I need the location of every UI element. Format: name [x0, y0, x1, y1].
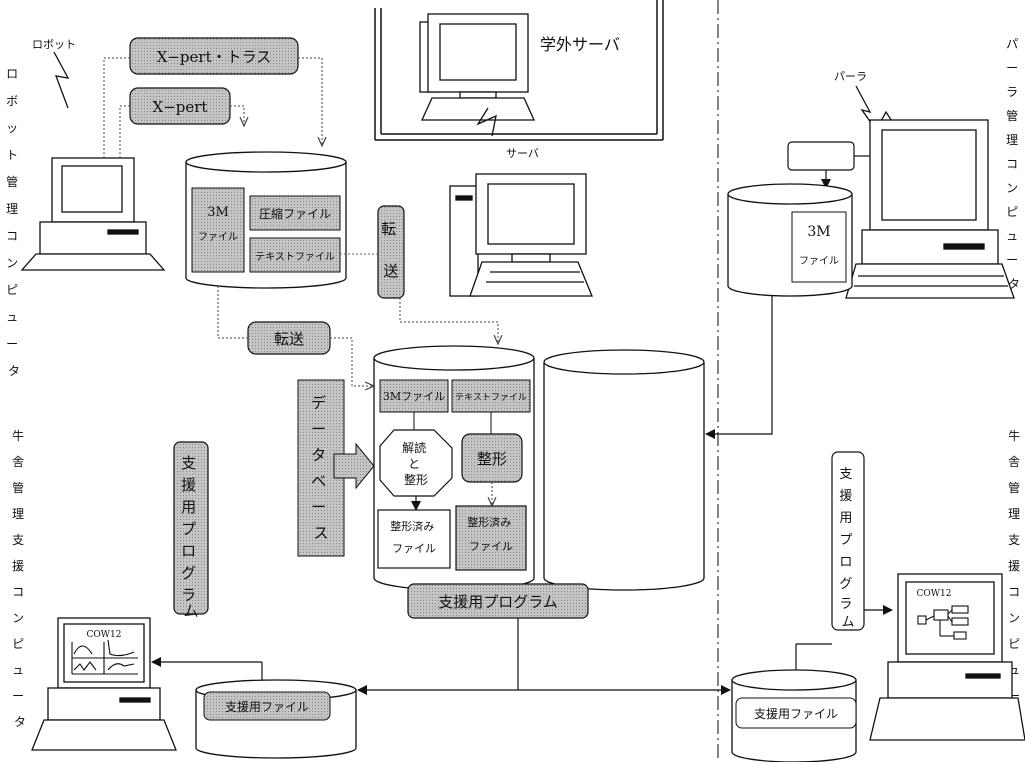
barn-left-computer-label: 牛 舎 管 理 支 援 コ ン ピ ュ ー タ — [12, 428, 28, 729]
parlor-3m-file-top: 3M — [807, 224, 830, 240]
barn-left-program-label: 支 援 用 プ ロ グ ラ ム — [181, 454, 201, 620]
db-text-file-label: テキストファイル — [455, 392, 527, 403]
compressed-file-label: 圧縮ファイル — [259, 206, 331, 221]
text-file-label: テキストファイル — [255, 252, 335, 263]
robot-computer-label: ロ ボ ッ ト 管 理 コ ン ピ ュ ー タ — [6, 67, 22, 378]
parlor-computer-icon — [846, 120, 1014, 298]
parlor-3m-file — [792, 212, 846, 282]
robot-to-xpert-connector — [120, 106, 130, 158]
robot-label: ロボット — [32, 38, 76, 51]
parlor-label: パーラ — [834, 70, 867, 83]
server-label: サーバ — [506, 147, 539, 160]
robot-lightning — [54, 52, 68, 108]
parlor-input-box — [788, 142, 854, 170]
robot-3m-file-bottom: ファイル — [198, 232, 238, 243]
support-program-bar-label: 支援用プログラム — [438, 593, 558, 611]
robot-3m-file — [192, 188, 244, 272]
xpert-truss-label: X−pert・トラス — [157, 48, 272, 66]
robot-storage-to-transfer-connector — [218, 286, 248, 338]
xpert-label: X−pert — [153, 98, 208, 116]
barn-right-screen-title: COW12 — [917, 589, 952, 599]
robot-3m-file-top: 3M — [207, 205, 229, 220]
transfer-horizontal-label: 転送 — [274, 330, 304, 348]
server-computer-icon — [450, 174, 592, 296]
parlor-computer-label: パ ー ラ 管 理 コ ン ピ ュ ー タ — [1006, 37, 1022, 291]
transfer-vertical-arrow — [400, 298, 498, 344]
barn-left-screen-title: COW12 — [87, 630, 122, 640]
formatted-file-a — [378, 510, 450, 568]
robot-to-xpert-truss-connector — [104, 58, 130, 158]
second-database-cylinder — [544, 350, 704, 590]
external-server-label: 学外サーバ — [540, 35, 620, 54]
xpert-truss-arrow — [298, 58, 322, 146]
parlor-3m-file-bottom: ファイル — [799, 256, 839, 267]
external-server-computer-icon — [420, 14, 534, 120]
format-label: 整形 — [477, 450, 507, 468]
parlor-to-database-arrow — [706, 296, 772, 434]
robot-computer-icon — [22, 158, 164, 270]
robot-computer-label-char: ロ — [6, 67, 18, 81]
xpert-arrow — [230, 106, 244, 126]
transfer-horizontal-arrow — [330, 338, 374, 386]
barn-right-support-file-label: 支援用ファイル — [754, 707, 838, 721]
barn-left-support-file-label: 支援用ファイル — [225, 700, 309, 714]
db-3m-file-label: 3Mファイル — [383, 390, 445, 403]
